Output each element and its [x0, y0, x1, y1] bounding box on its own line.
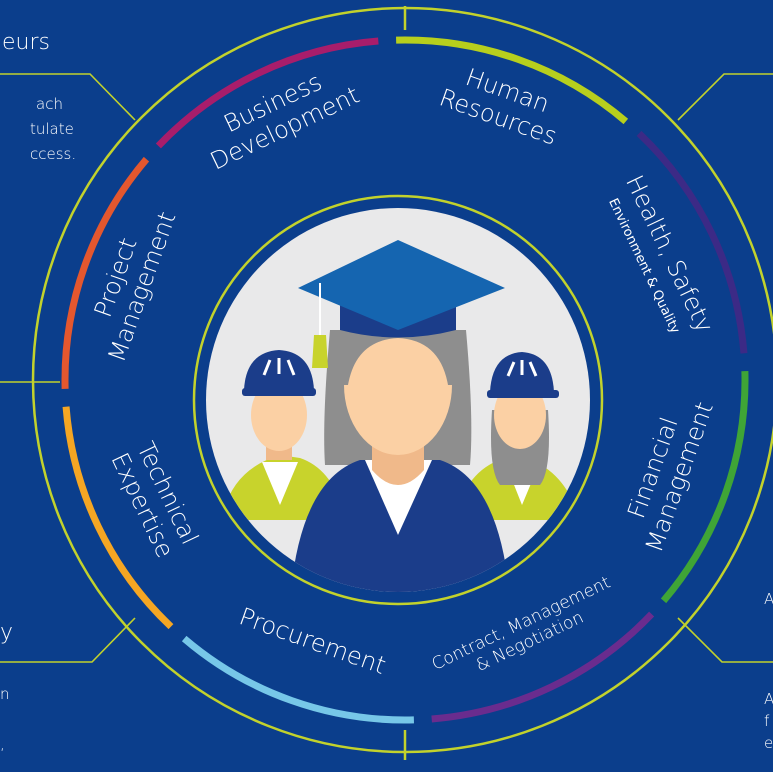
human-resources-arc — [396, 36, 629, 125]
bottom-left-body-2: , — [0, 735, 5, 753]
procurement-label: Procurement — [236, 602, 390, 680]
frame-top-right — [677, 73, 773, 121]
people-illustration — [222, 240, 580, 592]
right-fragment-2: A — [764, 690, 773, 708]
procurement-label-line: Procurement — [236, 602, 390, 680]
frame-top-left — [0, 73, 136, 121]
right-fragment-4: e — [764, 734, 773, 752]
business-development-arc — [155, 37, 379, 149]
right-fragment-3: f — [764, 712, 770, 730]
top-left-body-1: ach — [36, 95, 63, 113]
bottom-left-heading: y — [0, 620, 14, 645]
frame-bottom-left — [0, 617, 136, 663]
contract-management-label: Contract, Management& Negotiation — [429, 573, 614, 676]
right-fragment-1: A — [764, 590, 773, 608]
procurement-arc — [181, 635, 414, 724]
project-management-arc — [61, 156, 150, 389]
top-left-body-2: tulate — [30, 120, 74, 138]
technical-expertise-arc — [62, 406, 174, 630]
graduate — [290, 240, 510, 592]
bottom-left-body-1: n — [0, 685, 10, 703]
contract-management-label-line: Contract, Management — [429, 573, 614, 675]
tassel-icon — [312, 335, 328, 368]
top-left-heading: eurs — [2, 30, 50, 55]
frame-bottom-right — [677, 617, 773, 663]
health-safety-arc — [636, 130, 748, 354]
top-left-body-3: ccess. — [30, 145, 77, 163]
financial-management-arc — [660, 371, 749, 604]
inner-ring — [192, 194, 604, 606]
contract-management-arc — [431, 611, 655, 723]
